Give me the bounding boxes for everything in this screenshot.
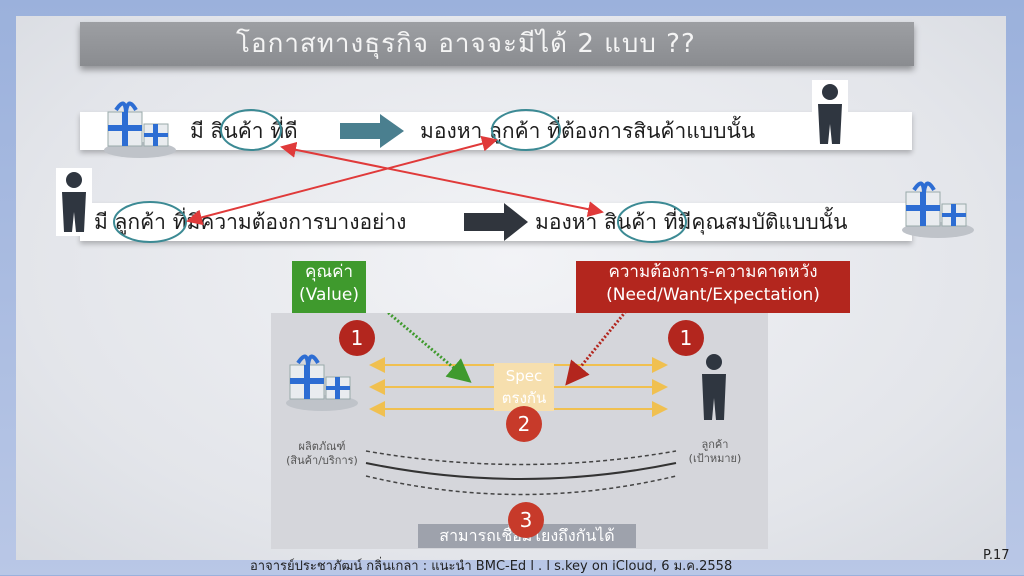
need-label-line2: (Need/Want/Expectation) <box>606 285 820 305</box>
value-label-line2: (Value) <box>299 285 359 305</box>
product-caption-line2: (สินค้า/บริการ) <box>286 454 358 467</box>
customer-caption-line1: ลูกค้า <box>701 438 729 451</box>
spec-line2: ตรงกัน <box>501 389 547 407</box>
value-label-box: คุณค่า (Value) <box>292 261 366 313</box>
gift-boxes-icon <box>286 354 358 411</box>
step-1-circle-right: 1 <box>668 320 704 356</box>
person-icon <box>812 80 848 148</box>
cross-arrow-b <box>186 135 498 226</box>
gift-boxes-icon <box>104 101 176 158</box>
person-icon <box>56 168 92 236</box>
gift-boxes-icon <box>902 181 974 238</box>
circle-product-mark-2 <box>617 201 687 243</box>
customer-caption: ลูกค้า (เป้าหมาย) <box>678 438 752 466</box>
slide-title: โอกาสทางธุรกิจ อาจจะมีได้ 2 แบบ ?? <box>80 22 914 66</box>
need-label-box: ความต้องการ-ความคาดหวัง (Need/Want/Expec… <box>576 261 850 313</box>
page-number: P.17 <box>983 548 1010 563</box>
circle-customer-mark <box>491 109 561 151</box>
need-label-line1: ความต้องการ-ความคาดหวัง <box>608 262 818 282</box>
customer-caption-line2: (เป้าหมาย) <box>688 452 742 465</box>
cross-arrow-a <box>280 141 604 218</box>
person-icon <box>702 354 726 420</box>
spec-match-box: Spec ตรงกัน <box>494 363 554 411</box>
step-2-circle: 2 <box>506 406 542 442</box>
product-caption-line1: ผลิตภัณฑ์ <box>298 440 346 453</box>
circle-customer-mark-2 <box>113 201 187 243</box>
footer-credit: อาจารย์ประชาภัฒน์ กลิ่นเกลา : แนะนำ BMC-… <box>250 559 733 574</box>
step-1-circle-left: 1 <box>339 320 375 356</box>
spec-line1: Spec <box>505 367 543 385</box>
value-label-line1: คุณค่า <box>304 262 354 282</box>
circle-product-mark <box>220 109 282 151</box>
step-3-circle: 3 <box>508 502 544 538</box>
product-caption: ผลิตภัณฑ์ (สินค้า/บริการ) <box>282 440 362 468</box>
